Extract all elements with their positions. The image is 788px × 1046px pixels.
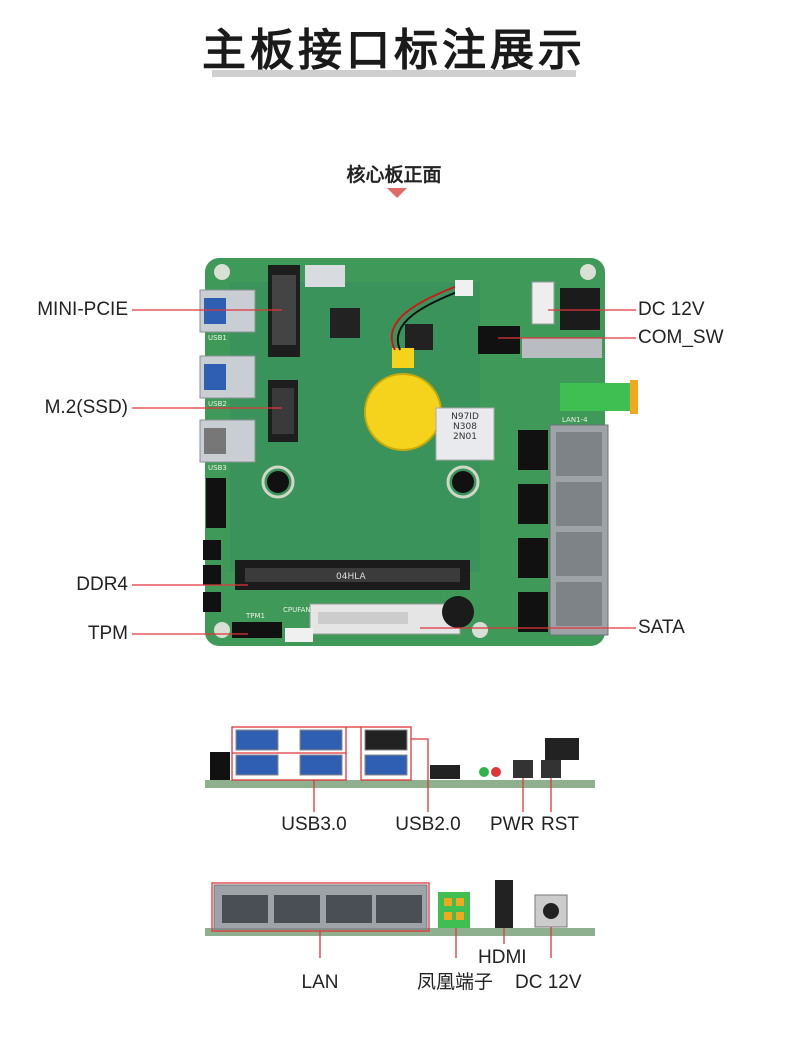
soc-marking-line: N308 <box>453 422 477 432</box>
label-phoenix-terminal: 凤凰端子 <box>417 972 494 993</box>
usb1-marking: USB1 <box>208 334 227 342</box>
io-panel-2-board <box>205 928 595 936</box>
mem-slot-marking: 04HLA <box>336 572 366 582</box>
mount-hole <box>267 471 289 493</box>
soc-marking: N97ID N308 2N01 <box>444 412 486 442</box>
label-lan: LAN <box>301 972 339 993</box>
callout-tpm: TPM <box>87 623 128 644</box>
label-hdmi: HDMI <box>478 947 527 968</box>
rst-button <box>541 760 561 778</box>
fan-header-marking: CPUFAN1 <box>283 606 316 614</box>
callout-sata: SATA <box>638 617 685 638</box>
title-underline <box>212 70 576 77</box>
usb3-port <box>235 754 279 776</box>
callout-m2-ssd: M.2(SSD) <box>44 397 128 418</box>
callout-com-sw: COM_SW <box>638 327 724 348</box>
callout-ddr4: DDR4 <box>76 574 128 595</box>
label-usb30: USB3.0 <box>281 814 347 835</box>
page-title: 主板接口标注展示 <box>202 25 586 76</box>
phoenix-terminal <box>560 383 638 411</box>
mount-hole <box>452 471 474 493</box>
tpm-header <box>232 622 282 638</box>
soc-chip <box>435 407 495 461</box>
dc-jack <box>560 288 600 330</box>
hdmi-port <box>495 880 513 928</box>
usb2-marking: USB2 <box>208 400 227 408</box>
cmos-battery <box>364 373 442 451</box>
pwr-button <box>513 760 533 778</box>
callout-mini-pcie: MINI-PCIE <box>37 299 128 320</box>
label-dc-12v-rear: DC 12V <box>515 972 582 993</box>
usb3-marking: USB3 <box>208 464 227 472</box>
usb2-port <box>364 729 408 751</box>
down-arrow-icon <box>387 188 407 198</box>
soc-marking-line: N97ID <box>451 412 479 422</box>
usb3-port <box>299 754 343 776</box>
tpm-header-marking: TPM1 <box>246 612 265 620</box>
section-heading: 核心板正面 <box>346 164 442 186</box>
soc-marking-line: 2N01 <box>453 432 477 442</box>
label-pwr: PWR <box>490 814 535 835</box>
lan-header-marking: LAN1-4 <box>562 416 588 424</box>
com-sw-header <box>478 326 520 354</box>
usb3-port <box>364 754 408 776</box>
callout-line-usb20 <box>411 738 429 812</box>
label-rst: RST <box>541 814 579 835</box>
label-usb20: USB2.0 <box>395 814 461 835</box>
phoenix-block <box>438 892 470 928</box>
usb3-port <box>299 729 343 751</box>
callout-dc-12v: DC 12V <box>638 299 705 320</box>
io-panel-1-board <box>205 780 595 788</box>
usb3-port <box>235 729 279 751</box>
